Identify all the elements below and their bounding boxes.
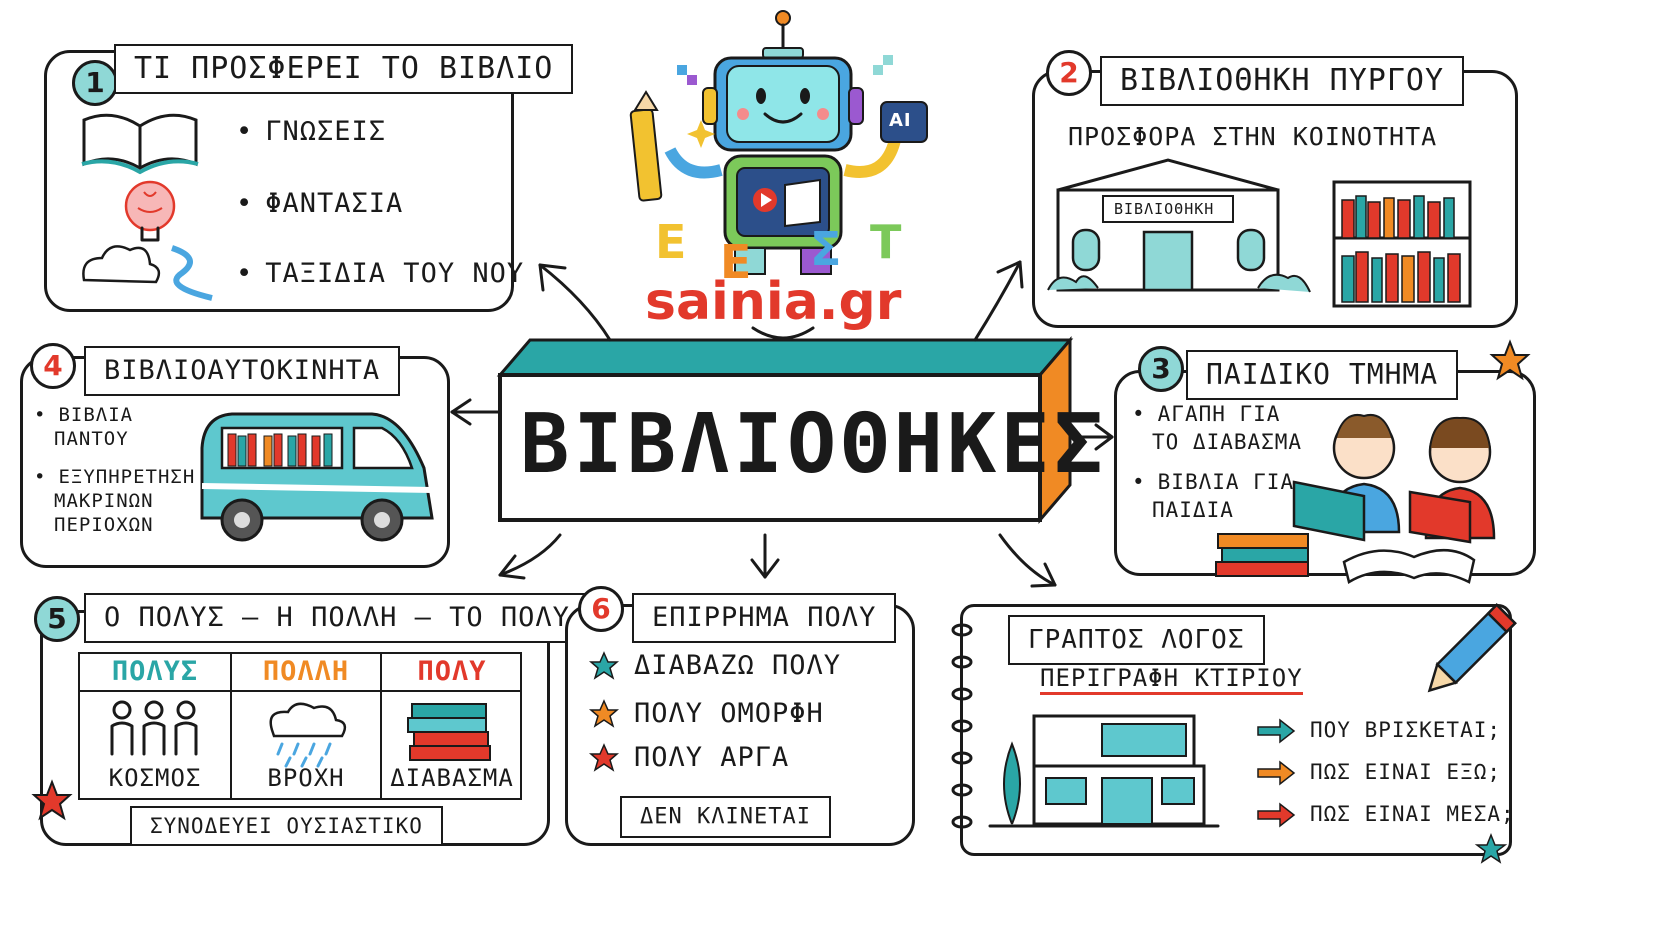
library-building-illustration [1047, 158, 1311, 293]
box2-number-badge: 2 [1046, 50, 1092, 96]
table-header-poly: ΠΟΛΥ [417, 656, 487, 687]
box3-title: ΠΑΙΔΙΚΟ ΤΜΗΜΑ [1186, 350, 1459, 400]
table-divider [78, 690, 522, 692]
box4-item-line: ΠΑΝΤΟΥ [54, 428, 129, 450]
table-divider [380, 652, 382, 800]
red-star-icon [31, 779, 73, 821]
box6-title: ΕΠΙΡΡΗΜΑ ΠΟΛΥ [632, 593, 897, 643]
box7-question: ΠΟΥ ΒΡΙΣΚΕΤΑΙ; [1310, 718, 1502, 742]
box2-title: ΒΙΒΛΙΟΘΗΚΗ ΠΥΡΓΟΥ [1100, 56, 1465, 106]
box3-number-badge: 3 [1138, 346, 1184, 392]
box6-item: ΠΟΛΥ ΟΜΟΡΦΗ [634, 698, 824, 729]
orange-star-icon [588, 699, 620, 728]
red-arrow-icon [1257, 802, 1296, 828]
box5-number-badge: 5 [34, 596, 80, 642]
teal-star-icon [1474, 832, 1508, 864]
box1-title: ΤΙ ΠΡΟΣΦΕΡΕΙ ΤΟ ΒΙΒΛΙΟ [114, 44, 574, 94]
notebook-spiral [951, 623, 973, 829]
box4-item-line: ΜΑΚΡΙΝΩΝ [54, 490, 154, 512]
rain-cloud-icon [269, 702, 347, 768]
table-word-vroxi: ΒΡΟΧΗ [267, 764, 345, 792]
box5-title: Ο ΠΟΛΥΣ – Η ΠΟΛΛΗ – ΤΟ ΠΟΛΥ [84, 593, 590, 643]
box5-footer: ΣΥΝΟΔΕΥΕΙ ΟΥΣΙΑΣΤΙΚΟ [130, 806, 443, 846]
library-building-sign: ΒΙΒΛΙΟΘΗΚΗ [1114, 200, 1215, 218]
logo-site-name: sainia.gr [645, 272, 902, 332]
box7-subtitle: ΠΕΡΙΓΡΑΦΗ ΚΤΙΡΙΟΥ [1040, 664, 1303, 695]
box4-item-line: ΕΞΥΠΗΡΕΤΗΣΗ [34, 466, 195, 488]
logo-letter-4: Τ [870, 215, 903, 269]
box3-item-line: ΠΑΙΔΙΑ [1152, 498, 1234, 522]
box2-subtitle: ΠΡΟΣΦΟΡΑ ΣΤΗΝ ΚΟΙΝΟΤΗΤΑ [1068, 122, 1438, 151]
orange-arrow-icon [1257, 760, 1296, 786]
teal-arrow-icon [1257, 718, 1296, 744]
logo-letter-3: Σ [810, 222, 843, 276]
table-header-polys: ΠΟΛΥΣ [111, 656, 199, 687]
people-icon [110, 700, 198, 756]
box1-item: ΓΝΩΣΕΙΣ [236, 116, 386, 147]
brain-bulb-icon [124, 180, 176, 242]
cloud-road-icon [82, 245, 213, 301]
logo-letter-1: Ε [655, 215, 688, 269]
box4-item-line: ΒΙΒΛΙΑ [34, 404, 133, 426]
box6-footer: ΔΕΝ ΚΛΙΝΕΤΑΙ [620, 796, 831, 838]
center-title: ΒΙΒΛΙΟΘΗΚΕΣ [520, 397, 1108, 492]
box1-item: ΤΑΞΙΔΙΑ ΤΟΥ ΝΟΥ [236, 258, 524, 289]
logo-letter-2: Ε [720, 235, 753, 289]
box1-item: ΦΑΝΤΑΣΙΑ [236, 188, 403, 219]
box7-question: ΠΩΣ ΕΙΝΑΙ ΜΕΣΑ; [1310, 802, 1515, 826]
polys-table [78, 652, 522, 800]
box1-illustrations [81, 113, 213, 301]
box4-item-line: ΠΕΡΙΟΧΩΝ [54, 514, 154, 536]
robot-logo-icon [629, 10, 928, 340]
box6-number-badge: 6 [578, 586, 624, 632]
table-header-polli: ΠΟΛΛΗ [262, 656, 350, 687]
logo: AI Ε Ε Σ Τ sainia.gr [615, 10, 945, 345]
modern-building-illustration [988, 714, 1220, 828]
red-star-icon [588, 743, 620, 772]
table-word-diavasma: ΔΙΑΒΑΣΜΑ [390, 764, 514, 792]
box3-item-line: ΤΟ ΔΙΑΒΑΣΜΑ [1152, 430, 1303, 454]
bookmobile-van-icon [200, 412, 434, 542]
box1-number-badge: 1 [72, 60, 118, 106]
box4-number-badge: 4 [30, 343, 76, 389]
reading-children-illustration [1215, 414, 1496, 584]
table-word-kosmos: ΚΟΣΜΟΣ [108, 764, 202, 792]
table-divider [230, 652, 232, 800]
box6-item: ΠΟΛΥ ΑΡΓΑ [634, 742, 790, 773]
bookshelf-icon [1332, 180, 1472, 308]
ai-chip-label: AI [889, 110, 912, 131]
box7-question: ΠΩΣ ΕΙΝΑΙ ΕΞΩ; [1310, 760, 1502, 784]
open-book-icon [81, 113, 199, 175]
box6-item: ΔΙΑΒΑΖΩ ΠΟΛΥ [634, 650, 842, 681]
box3-item-line: ΒΙΒΛΙΑ ΓΙΑ [1132, 470, 1294, 494]
book-stack-icon [407, 703, 491, 761]
box7-title: ΓΡΑΠΤΟΣ ΛΟΓΟΣ [1008, 615, 1265, 665]
box4-title: ΒΙΒΛΙΟΑΥΤΟΚΙΝΗΤΑ [84, 346, 401, 396]
orange-star-icon [1489, 339, 1531, 381]
box3-item-line: ΑΓΑΠΗ ΓΙΑ [1132, 402, 1280, 426]
teal-star-icon [588, 651, 620, 680]
pencil-icon [1427, 603, 1517, 693]
